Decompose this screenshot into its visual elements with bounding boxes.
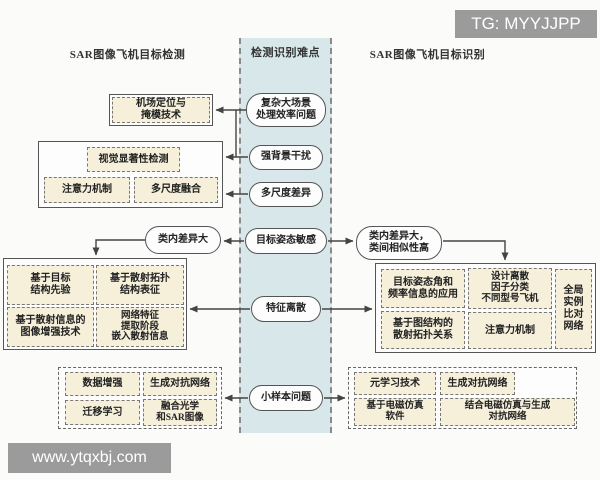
difficulty-small-sample: 小样本问题 xyxy=(249,385,323,411)
difficulty-pose-sensitive: 目标姿态敏感 xyxy=(245,228,327,254)
difficulty-scale-difference: 多尺度差异 xyxy=(249,182,323,207)
tg-watermark: TG: MYYJJPP xyxy=(455,10,597,38)
saliency-group-box: 视觉显著性检测 注意力机制 多尺度融合 xyxy=(38,141,223,208)
intra-class-variance-pill: 类内差异大 xyxy=(145,226,221,254)
recognition-feature-group-box: 目标姿态角和 频率信息的应用 设计离散 因子分类 不同型号飞机 全局 实例 比对… xyxy=(375,263,596,353)
target-prior-box: 基于目标 结构先验 xyxy=(7,265,94,305)
airport-masking-box: 机场定位与 掩模技术 xyxy=(109,94,213,126)
header-detection: SAR图像飞机目标检测 xyxy=(69,49,186,61)
header-difficulties: 检测识别难点 xyxy=(251,47,320,59)
difficulty-strong-background: 强背景干扰 xyxy=(249,145,323,170)
em-simulation-box: 基于电磁仿真 软件 xyxy=(354,398,436,426)
airport-masking-label: 机场定位与 掩模技术 xyxy=(112,97,210,123)
header-recognition: SAR图像飞机目标识别 xyxy=(369,49,486,61)
discrete-factor-box: 设计离散 因子分类 不同型号飞机 xyxy=(468,268,552,309)
global-instance-box: 全局 实例 比对 网络 xyxy=(555,269,592,349)
difficulty-complex-scene: 复杂大场景 处理效率问题 xyxy=(246,93,326,127)
gan-box-recognition: 生成对抗网络 xyxy=(440,372,515,395)
saliency-detection-box: 视觉显著性检测 xyxy=(87,147,180,172)
gan-box-detection: 生成对抗网络 xyxy=(143,372,217,396)
intra-inter-class-pill: 类内差异大， 类间相似性高 xyxy=(356,226,442,260)
site-watermark: www.ytqxbj.com xyxy=(8,443,171,473)
scatter-topology-box: 基于散射拓扑 结构表征 xyxy=(96,265,184,305)
recognition-sample-group-box: 元学习技术 生成对抗网络 基于电磁仿真 软件 结合电磁仿真与生成 对抗网络 xyxy=(348,367,577,429)
attention-mechanism-box: 注意力机制 xyxy=(44,177,130,203)
em-gan-box: 结合电磁仿真与生成 对抗网络 xyxy=(440,398,575,426)
multiscale-fusion-box: 多尺度融合 xyxy=(134,177,218,203)
pose-frequency-box: 目标姿态角和 频率信息的应用 xyxy=(381,269,465,308)
optical-sar-fusion-box: 融合光学 和SAR图像 xyxy=(143,399,217,426)
transfer-learning-box: 迁移学习 xyxy=(65,400,140,425)
meta-learning-box: 元学习技术 xyxy=(354,372,436,395)
data-augment-box: 数据增强 xyxy=(65,372,140,396)
detection-sample-group-box: 数据增强 生成对抗网络 迁移学习 融合光学 和SAR图像 xyxy=(58,367,222,429)
image-enhance-box: 基于散射信息的 图像增强技术 xyxy=(7,307,94,347)
structure-group-box: 基于目标 结构先验 基于散射拓扑 结构表征 基于散射信息的 图像增强技术 网络特… xyxy=(3,258,187,350)
difficulty-feature-discrete: 特征离散 xyxy=(251,296,321,322)
graph-topology-box: 基于图结构的 散射拓扑关系 xyxy=(381,311,465,349)
network-embed-box: 网络特征 提取阶段 嵌入散射信息 xyxy=(96,307,184,347)
attention-mechanism-box-recognition: 注意力机制 xyxy=(468,312,552,349)
